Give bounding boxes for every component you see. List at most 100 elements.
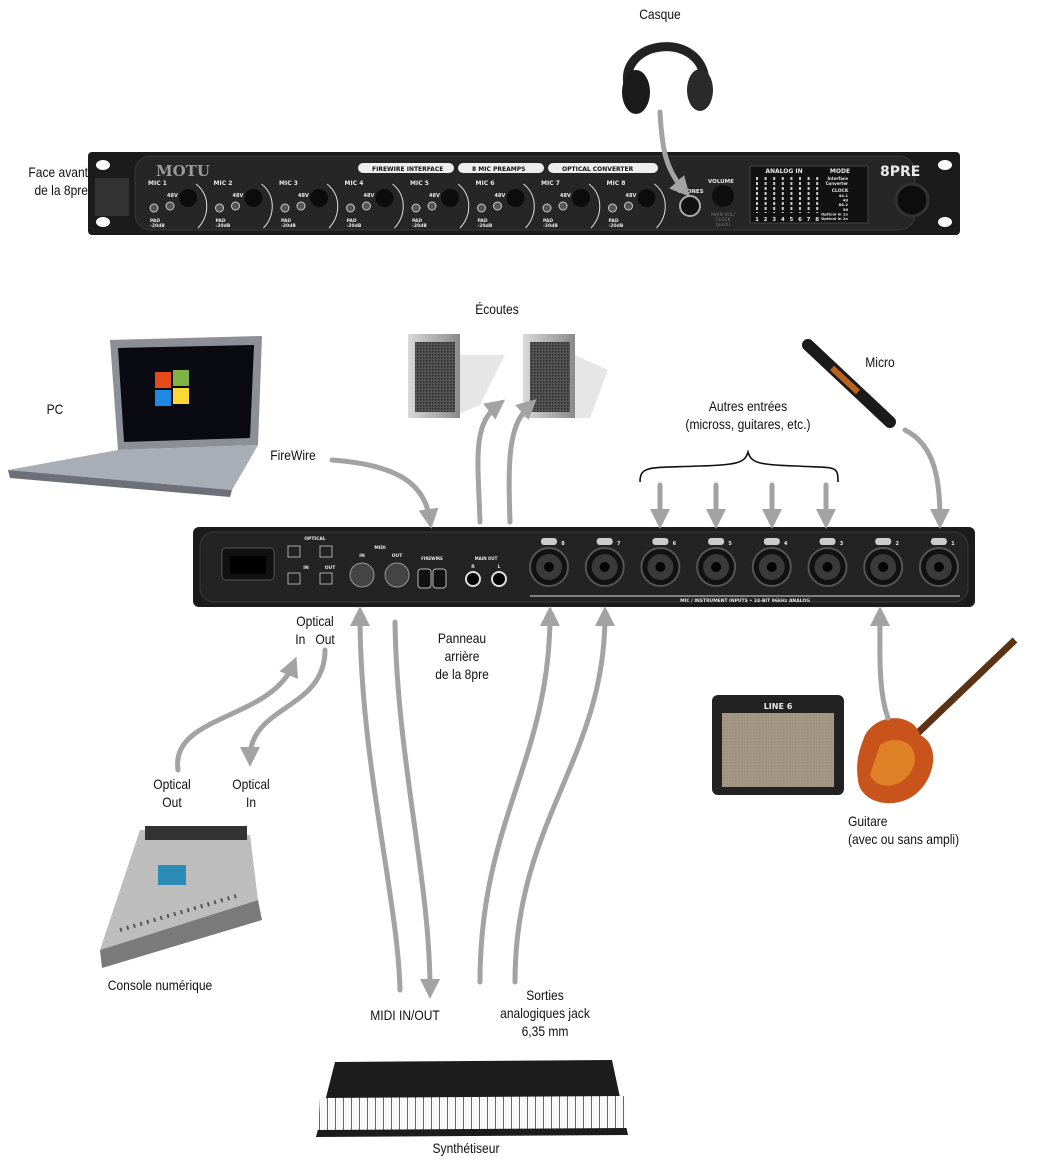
phantom-label: 48V (429, 193, 440, 199)
push-latch (596, 538, 613, 545)
phantom-switch[interactable] (165, 201, 175, 211)
model-logo: 8PRE (880, 164, 920, 180)
pad-switch[interactable] (149, 203, 159, 213)
pad-switch[interactable] (280, 203, 290, 213)
gain-knob[interactable] (179, 189, 197, 207)
analog-outputs-label: Sorties analogiques jack 6,35 mm (500, 987, 590, 1039)
mic-label: MIC 4 (345, 180, 364, 187)
pad-label: -20dB (609, 223, 624, 229)
motu-logo: MOTU (156, 162, 210, 180)
phantom-switch[interactable] (231, 201, 240, 211)
pad-switch[interactable] (411, 203, 421, 213)
meter-channel-number: 2 (764, 217, 768, 223)
guitar-amp-image: LINE 6 (712, 695, 844, 795)
arrow-headphones (657, 109, 691, 197)
meter-channel-number: 3 (772, 217, 776, 223)
push-latch (652, 538, 669, 545)
phantom-switch[interactable] (427, 201, 437, 211)
push-latch (541, 538, 557, 545)
gain-knob[interactable] (310, 189, 328, 207)
midi-label: MIDI IN/OUT (370, 1007, 440, 1023)
arrow-midi-out (392, 619, 440, 999)
pad-label: PAD (412, 218, 422, 224)
headphones-image (622, 42, 713, 114)
pad-label: -20dB (543, 223, 558, 229)
pad-switch[interactable] (346, 203, 355, 213)
phantom-switch[interactable] (362, 201, 371, 211)
push-latch (930, 538, 947, 545)
rear-optical-out-label: OUT (325, 565, 336, 571)
phantom-label: 48V (298, 193, 309, 199)
phantom-switch[interactable] (624, 201, 633, 211)
phones-jack[interactable] (679, 195, 701, 217)
gain-knob[interactable] (441, 189, 459, 207)
pc-label: PC (46, 401, 64, 417)
front-badge-text: OPTICAL CONVERTER (562, 166, 634, 173)
phantom-switch[interactable] (296, 201, 306, 211)
rear-main-r-label: R (471, 564, 475, 570)
mic-label: MIC 3 (279, 180, 298, 187)
phantom-switch[interactable] (493, 201, 502, 211)
pad-switch[interactable] (215, 203, 224, 213)
microphone-image (802, 339, 896, 428)
power-button[interactable] (894, 182, 930, 218)
pad-switch[interactable] (608, 203, 617, 213)
arrow-micro (902, 427, 950, 529)
pad-switch[interactable] (542, 203, 552, 213)
pad-switch[interactable] (477, 203, 486, 213)
synthesizer-image (316, 1060, 628, 1137)
front-badge (358, 163, 454, 173)
pad-label: -20dB (281, 223, 296, 229)
phantom-switch[interactable] (558, 201, 568, 211)
mic-label: MIC 1 (148, 180, 167, 187)
inputs-caption: MIC / INSTRUMENT INPUTS • 24-BIT 96kHz A… (680, 598, 810, 604)
amp-logo: LINE 6 (764, 702, 793, 711)
meter-channel-number: 4 (781, 217, 785, 223)
rear-midi-label: MIDI (374, 545, 386, 551)
gain-knob[interactable] (506, 189, 525, 207)
optical-in-out-label: Optical In Out (295, 613, 335, 647)
arrow-midi-in (350, 606, 403, 993)
volume-knob[interactable] (712, 185, 734, 207)
input-number: 3 (840, 541, 844, 547)
phantom-label: 48V (495, 193, 506, 199)
arrow-analog-2 (512, 606, 615, 985)
gain-knob[interactable] (375, 189, 394, 207)
meter-channel-number: 7 (807, 217, 811, 223)
rear-main-out-label: MAIN OUT (475, 556, 498, 561)
digital-console-image (100, 826, 262, 968)
meter-channel-number: 1 (755, 217, 759, 223)
rear-firewire-label: FIREWIRE (421, 556, 443, 561)
arrow-monitor-right (506, 398, 537, 525)
arrow-guitar (869, 606, 891, 721)
other-inputs-label: Autres entrées (micross, guitares, etc.) (685, 398, 811, 432)
clock-item: 44.1 (839, 193, 849, 198)
gain-knob[interactable] (572, 189, 590, 207)
phantom-label: 48V (560, 193, 571, 199)
pad-label: PAD (543, 218, 553, 224)
pad-label: PAD (609, 218, 619, 224)
push-latch (819, 538, 836, 545)
meter-channel-number: 6 (798, 217, 802, 223)
rear-midi-out-label: OUT (392, 553, 403, 559)
pad-label: -20dB (347, 223, 362, 229)
mode-item: Converter (826, 181, 848, 186)
front-badge-text: 8 MIC PREAMPS (472, 166, 525, 173)
input-number: 7 (617, 541, 621, 547)
firewire-label: FireWire (270, 447, 316, 463)
front-panel-label: Face avant de la 8pre (28, 164, 88, 198)
pad-label: -20dB (150, 223, 165, 229)
arrow-analog-1 (477, 606, 560, 985)
mode-title: MODE (830, 168, 850, 175)
clock-item: 48 (843, 198, 849, 203)
gain-knob[interactable] (244, 189, 263, 207)
volume-sublabel: MAIN VOL/ (711, 212, 735, 218)
pad-label: PAD (150, 218, 160, 224)
arrow-firewire (329, 457, 439, 529)
mic-label: MIC 5 (410, 180, 429, 187)
push-latch (875, 538, 892, 545)
gain-knob[interactable] (637, 189, 656, 207)
rear-main-l-label: L (498, 564, 501, 570)
